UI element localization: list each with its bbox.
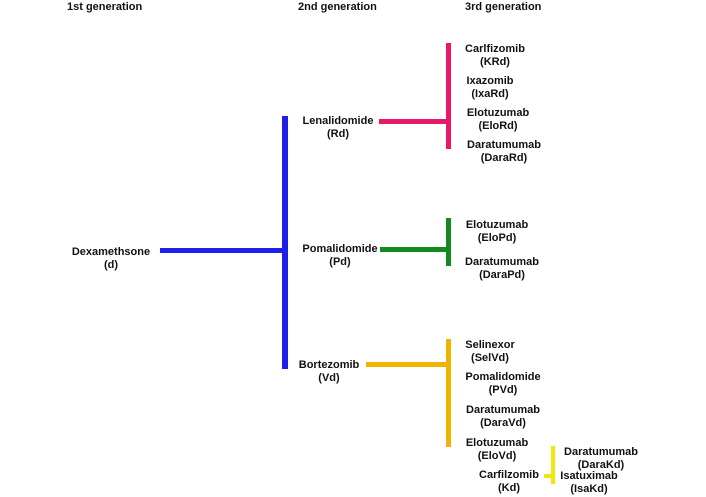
node-bortezomib-abbr: (Vd) [318, 372, 340, 384]
node-carfilzomib: Carfilzomib (Kd) [474, 469, 544, 495]
node-darard-name: Daratumumab [467, 139, 541, 151]
node-elovd: Elotuzumab (EloVd) [460, 437, 534, 463]
node-darakd: Daratumumab (DaraKd) [558, 446, 644, 472]
node-elord: Elotuzumab (EloRd) [461, 107, 535, 133]
header-1st-generation: 1st generation [67, 1, 143, 13]
node-ixard-abbr: (IxaRd) [471, 88, 509, 100]
connector-root-vertical [282, 116, 288, 369]
node-daravd-abbr: (DaraVd) [480, 417, 526, 429]
connector-pomalidomide-horizontal [380, 247, 448, 252]
node-pvd: Pomalidomide (PVd) [460, 371, 546, 397]
node-pomalidomide-name: Pomalidomide [302, 243, 378, 255]
node-pomalidomide-abbr: (Pd) [329, 256, 351, 268]
connector-pomalidomide-vertical [446, 218, 451, 266]
node-krd-abbr: (KRd) [480, 56, 510, 68]
node-darard-abbr: (DaraRd) [480, 152, 528, 164]
node-selvd-name: Selinexor [465, 339, 515, 351]
node-dexamethasone: Dexamethsone (d) [62, 246, 160, 272]
node-ixard: Ixazomib (IxaRd) [459, 75, 521, 101]
node-ixard-name: Ixazomib [466, 75, 514, 87]
node-selvd-abbr: (SelVd) [471, 352, 509, 364]
node-isakd: Isatuximab (IsaKd) [556, 470, 622, 496]
node-darapd: Daratumumab (DaraPd) [459, 256, 545, 282]
connector-lenalidomide-vertical [446, 43, 451, 149]
node-darapd-abbr: (DaraPd) [479, 269, 525, 281]
node-darakd-abbr: (DaraKd) [577, 459, 625, 471]
header-3rd-generation: 3rd generation [465, 1, 542, 13]
node-elovd-name: Elotuzumab [465, 437, 529, 449]
node-selvd: Selinexor (SelVd) [460, 339, 520, 365]
node-isakd-name: Isatuximab [560, 470, 618, 482]
node-darapd-name: Daratumumab [465, 256, 539, 268]
connector-carfilzomib-vertical [551, 446, 555, 484]
header-2nd-generation: 2nd generation [298, 1, 377, 13]
node-dexamethasone-name: Dexamethsone [71, 246, 151, 258]
node-lenalidomide-abbr: (Rd) [327, 128, 349, 140]
node-elopd: Elotuzumab (EloPd) [460, 219, 534, 245]
connector-bortezomib-vertical [446, 339, 451, 447]
node-lenalidomide: Lenalidomide (Rd) [298, 115, 378, 141]
connector-bortezomib-horizontal [366, 362, 448, 367]
node-daravd-name: Daratumumab [466, 404, 540, 416]
node-elopd-abbr: (EloPd) [477, 232, 517, 244]
connector-root-horizontal [160, 248, 285, 253]
connector-carfilzomib-horizontal [544, 474, 553, 478]
node-pvd-name: Pomalidomide [465, 371, 541, 383]
node-lenalidomide-name: Lenalidomide [302, 115, 374, 127]
node-krd: Carlfizomib (KRd) [459, 43, 531, 69]
node-pvd-abbr: (PVd) [488, 384, 518, 396]
node-bortezomib: Bortezomib (Vd) [294, 359, 364, 385]
node-elord-abbr: (EloRd) [478, 120, 518, 132]
node-elovd-abbr: (EloVd) [477, 450, 517, 462]
node-pomalidomide: Pomalidomide (Pd) [298, 243, 382, 269]
node-elopd-name: Elotuzumab [465, 219, 529, 231]
node-bortezomib-name: Bortezomib [298, 359, 360, 371]
node-darakd-name: Daratumumab [564, 446, 638, 458]
node-krd-name: Carlfizomib [465, 43, 525, 55]
node-dexamethasone-abbr: (d) [103, 259, 119, 271]
node-elord-name: Elotuzumab [466, 107, 530, 119]
node-daravd: Daratumumab (DaraVd) [460, 404, 546, 430]
node-darard: Daratumumab (DaraRd) [461, 139, 547, 165]
node-isakd-abbr: (IsaKd) [570, 483, 608, 495]
node-carfilzomib-name: Carfilzomib [479, 469, 539, 481]
connector-lenalidomide-horizontal [379, 119, 448, 124]
node-carfilzomib-abbr: (Kd) [498, 482, 520, 494]
